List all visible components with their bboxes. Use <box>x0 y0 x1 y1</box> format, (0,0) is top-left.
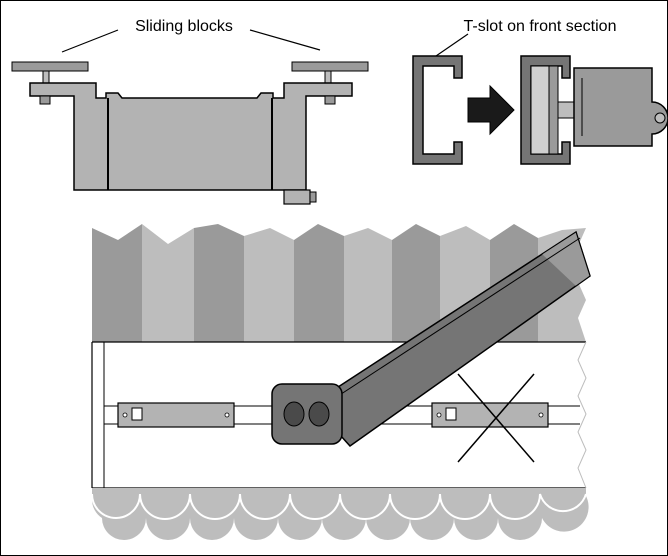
track-block-left-hole-1 <box>122 412 128 418</box>
sliding-blocks-view: Sliding blocks <box>11 18 369 205</box>
arm-bracket <box>271 383 343 445</box>
rail-body <box>29 82 353 191</box>
fabric-pleat-1 <box>92 224 142 342</box>
bracket-hole-2 <box>308 401 330 427</box>
rail-end-tab <box>283 189 311 205</box>
screw-left-top <box>42 70 50 84</box>
t-slot-leader <box>435 33 469 57</box>
rail-break-edge <box>577 341 587 489</box>
awning-view <box>91 224 591 540</box>
slot-insert-plate <box>530 65 550 155</box>
slot-connector <box>557 101 575 119</box>
track-block-right-hole-2 <box>538 412 544 418</box>
t-slot-label: T-slot on front section <box>464 18 617 35</box>
sliding-block-right <box>291 61 369 72</box>
track-block-left-latch <box>131 407 143 421</box>
fabric-pleat-2 <box>142 224 194 342</box>
fabric-pleat-5 <box>294 224 344 342</box>
x-cross-icon-stroke <box>457 373 535 463</box>
track-block-left-hole-2 <box>224 412 230 418</box>
sliding-block-left <box>11 61 89 72</box>
awning-arm-edge <box>331 237 581 401</box>
bracket-hole-1 <box>283 401 305 427</box>
track-block-right-latch <box>445 407 457 421</box>
fitting-hole <box>654 112 666 124</box>
track-block-right-hole-1 <box>436 412 442 418</box>
awning-arm-end <box>541 231 591 287</box>
sliding-blocks-leader-left <box>61 29 119 53</box>
nut-left <box>39 95 51 105</box>
sliding-blocks-leader-right <box>249 29 321 51</box>
fabric-pleat-4 <box>244 228 294 342</box>
rail-end-pin <box>309 191 317 203</box>
right-arrow-icon <box>467 84 515 136</box>
nut-right <box>324 95 336 105</box>
slot-insert-block <box>548 65 559 155</box>
screw-right-top <box>324 70 332 84</box>
sliding-blocks-label: Sliding blocks <box>135 18 233 35</box>
fitting-plate <box>573 67 668 147</box>
valance-scallop-dividers <box>91 493 587 520</box>
fabric-pleat-3 <box>194 224 244 342</box>
fabric-pleat-7 <box>392 224 440 342</box>
t-slot-profile <box>412 55 463 165</box>
t-slot-view: T-slot on front section <box>412 18 668 165</box>
fabric-pleat-6 <box>344 228 392 342</box>
valance-scallops <box>92 488 589 540</box>
